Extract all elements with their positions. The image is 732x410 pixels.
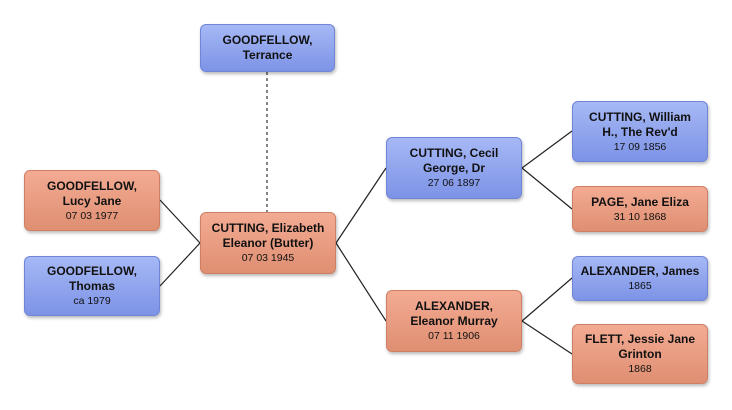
person-name: PAGE, Jane Eliza <box>591 194 689 209</box>
person-box-elizabeth[interactable]: CUTTING, Elizabeth Eleanor (Butter) 07 0… <box>200 212 336 274</box>
child-link-lucy <box>159 199 201 244</box>
person-box-lucy[interactable]: GOODFELLOW, Lucy Jane 07 03 1977 <box>24 170 160 231</box>
person-box-thomas[interactable]: GOODFELLOW, Thomas ca 1979 <box>24 256 160 316</box>
parent-link-eleanor <box>335 242 387 322</box>
person-name: CUTTING, William H., The Rev'd <box>589 109 691 139</box>
person-date: 27 06 1897 <box>427 177 481 189</box>
parent-link-jane-eliza <box>521 167 573 210</box>
person-box-william[interactable]: CUTTING, William H., The Rev'd 17 09 185… <box>572 101 708 162</box>
parent-link-james <box>521 277 573 322</box>
person-box-jane-eliza[interactable]: PAGE, Jane Eliza 31 10 1868 <box>572 186 708 232</box>
person-date: 1868 <box>628 363 652 375</box>
person-date: 07 03 1977 <box>65 209 119 222</box>
person-date: ca 1979 <box>73 295 111 307</box>
child-link-thomas <box>159 242 201 287</box>
person-name: CUTTING, Elizabeth Eleanor (Butter) <box>211 221 325 250</box>
person-date: 17 09 1856 <box>613 140 667 153</box>
person-name: FLETT, Jessie Jane Grinton <box>584 332 696 361</box>
parent-link-cecil <box>335 167 387 244</box>
person-name: GOODFELLOW, Terrance <box>222 33 313 62</box>
person-name: GOODFELLOW, Thomas <box>47 264 137 293</box>
person-box-cecil[interactable]: CUTTING, Cecil George, Dr 27 06 1897 <box>386 137 522 199</box>
person-name: GOODFELLOW, Lucy Jane <box>47 178 137 208</box>
person-name: CUTTING, Cecil George, Dr <box>409 146 499 175</box>
person-name: ALEXANDER, James <box>580 264 700 278</box>
person-box-jessie[interactable]: FLETT, Jessie Jane Grinton 1868 <box>572 324 708 384</box>
person-date: 07 11 1906 <box>428 330 480 342</box>
person-box-eleanor[interactable]: ALEXANDER, Eleanor Murray 07 11 1906 <box>386 290 522 352</box>
parent-link-jessie <box>521 320 573 355</box>
person-date: 07 03 1945 <box>241 252 295 264</box>
person-date: 1865 <box>628 280 652 292</box>
parent-link-william <box>521 130 573 169</box>
person-box-james[interactable]: ALEXANDER, James 1865 <box>572 256 708 301</box>
person-name: ALEXANDER, Eleanor Murray <box>410 299 498 328</box>
person-date: 31 10 1868 <box>613 210 667 223</box>
person-box-terrance[interactable]: GOODFELLOW, Terrance <box>200 24 335 72</box>
